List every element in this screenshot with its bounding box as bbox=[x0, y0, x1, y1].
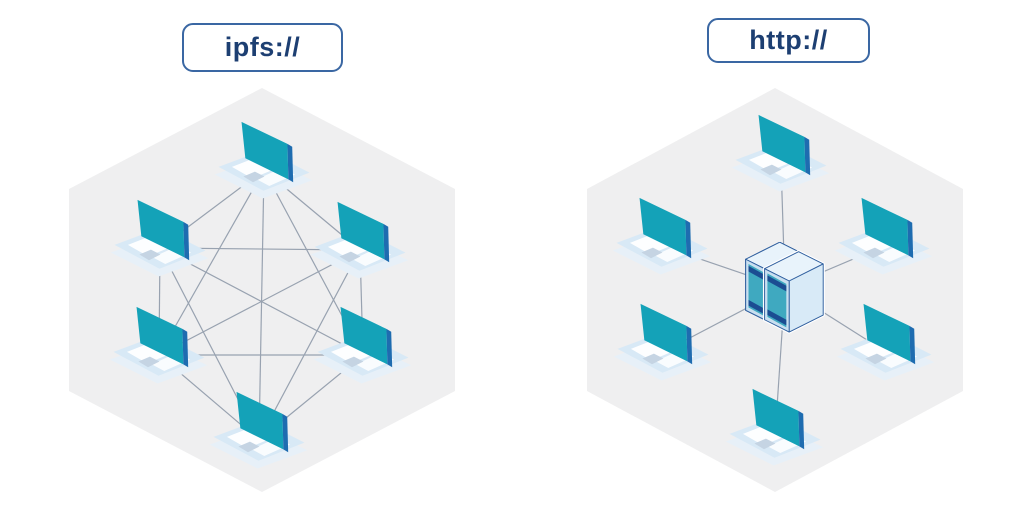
http-network-diagram bbox=[587, 88, 963, 492]
ipfs-network-diagram bbox=[69, 88, 455, 492]
connection-line bbox=[258, 169, 265, 441]
http-protocol-label: http:// bbox=[707, 18, 870, 63]
connection-line bbox=[258, 249, 361, 441]
connection-line bbox=[159, 247, 364, 356]
connection-line bbox=[158, 249, 361, 356]
connection-line bbox=[158, 169, 265, 356]
ipfs-protocol-label: ipfs:// bbox=[182, 23, 343, 72]
